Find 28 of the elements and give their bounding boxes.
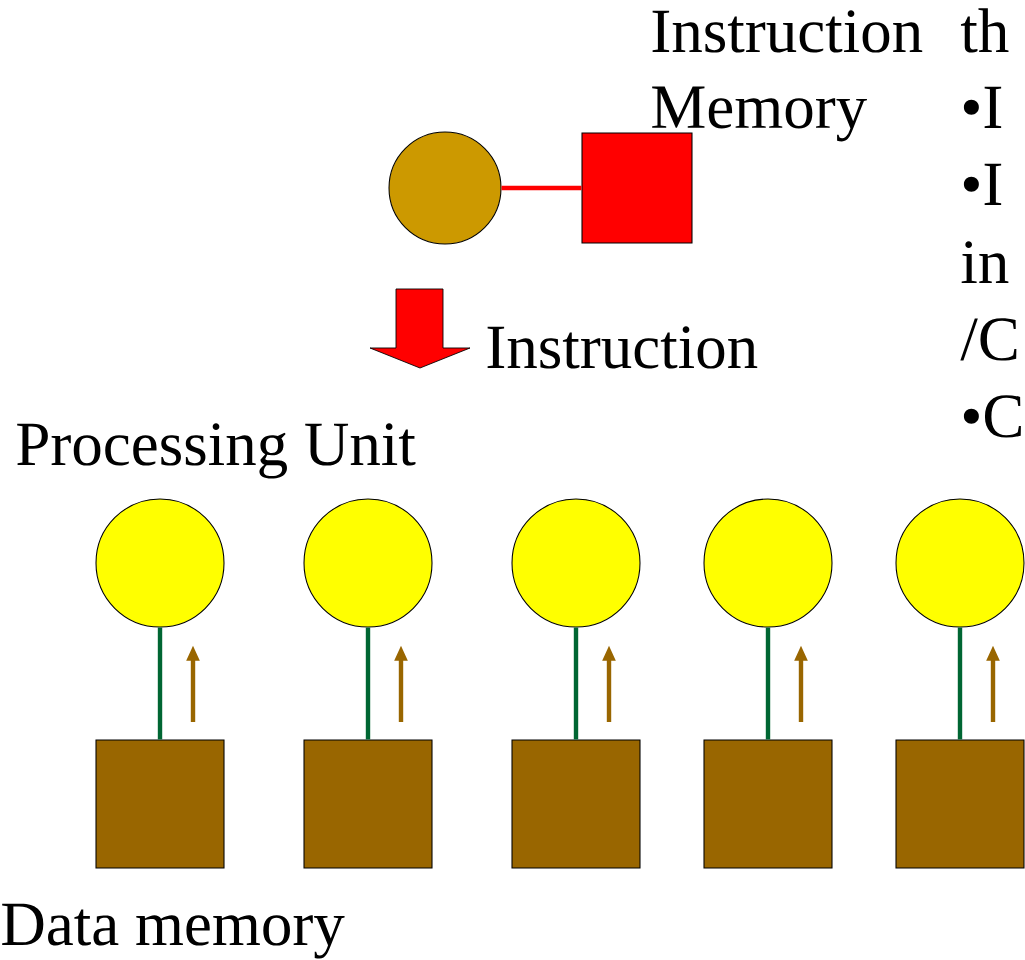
label-text: Processing Unit xyxy=(17,423,416,479)
processing-unit-circle xyxy=(703,498,833,628)
processing-unit-circle xyxy=(511,498,641,628)
label-text: •I xyxy=(963,86,1002,128)
connector-line xyxy=(957,627,963,740)
memory-box: Instruction Memory xyxy=(581,10,923,244)
label-text: th xyxy=(960,8,1009,53)
data-memory-box xyxy=(511,739,641,869)
label-text: •C xyxy=(963,395,1021,438)
label-text: /C xyxy=(960,318,1017,361)
label-text: •I xyxy=(963,163,1002,205)
label-text: Data memory xyxy=(2,903,345,959)
connector-line xyxy=(365,627,371,740)
data-memory-box xyxy=(703,739,833,869)
node-label: Instruction Memory xyxy=(652,10,923,142)
control-unit-circle xyxy=(388,131,502,245)
connector-line xyxy=(501,185,582,191)
data-memory-box xyxy=(303,739,433,869)
processing-unit-circle xyxy=(895,498,1025,628)
label-text: in xyxy=(961,241,1009,283)
label-text: Instruction xyxy=(487,326,758,369)
data-memory-box xyxy=(895,739,1025,869)
processing-unit-circle xyxy=(95,498,225,628)
connector-line xyxy=(765,627,771,740)
connector-line xyxy=(157,627,163,740)
processing-unit-circle xyxy=(303,498,433,628)
data-memory-box xyxy=(95,739,225,869)
connector-line xyxy=(573,627,579,740)
